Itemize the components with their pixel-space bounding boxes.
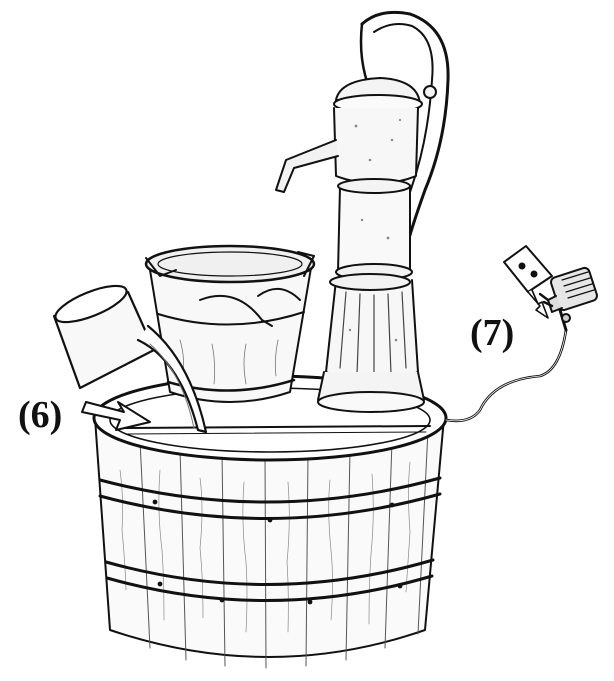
wall-socket-icon bbox=[504, 246, 552, 318]
hand-pump bbox=[276, 12, 448, 412]
callout-label-6: (6) bbox=[18, 396, 62, 434]
hanging-bucket bbox=[146, 246, 314, 402]
callout-label-7: (7) bbox=[470, 314, 514, 352]
